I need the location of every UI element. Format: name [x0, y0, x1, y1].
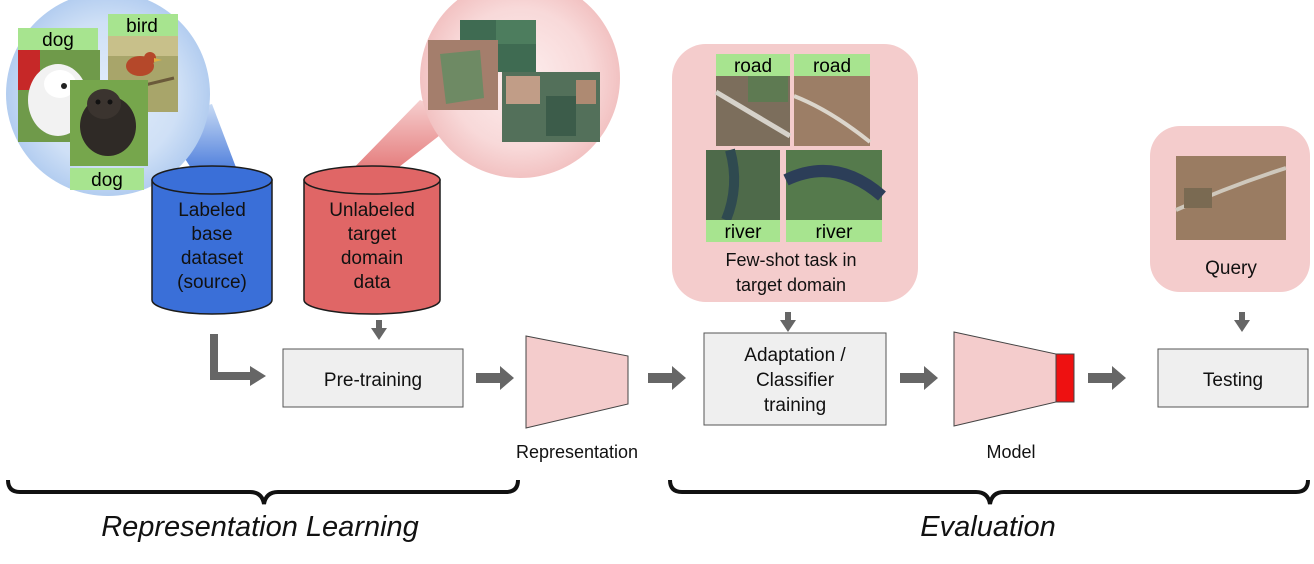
section-label-evaluation: Evaluation [920, 511, 1055, 543]
down-arrows [371, 312, 1250, 340]
model-label: Model [986, 442, 1035, 462]
tag-bird: bird [108, 14, 178, 37]
tag-river-1: river [706, 220, 780, 243]
testing-label: Testing [1203, 370, 1263, 391]
arrow-source-to-pretraining [210, 334, 266, 386]
dog-photo-2 [70, 80, 148, 166]
river-photo-1 [706, 148, 780, 222]
satellite-photo-2 [428, 40, 498, 110]
tag-road-2: road [794, 54, 870, 77]
tag-dog-top: dog [18, 28, 98, 51]
target-db-label-line-2: target [348, 224, 397, 245]
model-trapezoid: Model [953, 331, 1075, 462]
query-label: Query [1205, 258, 1257, 279]
road-photo-2 [793, 74, 872, 146]
brace-evaluation [668, 479, 1310, 505]
arrow-adaptation-to-model [900, 366, 938, 390]
tag-river-2-text: river [816, 222, 854, 243]
arrow-model-to-testing [1088, 366, 1126, 390]
tag-dog-bottom: dog [70, 168, 144, 191]
adaptation-label-line-2: Classifier [756, 370, 835, 391]
target-db-label-line-1: Unlabeled [329, 200, 415, 221]
source-db-label-line-3: dataset [181, 248, 244, 269]
target-db-label-line-3: domain [341, 248, 403, 269]
source-db-label-line-1: Labeled [178, 200, 246, 221]
tag-river-1-text: river [725, 222, 763, 243]
arrow-fewshot-to-adaptation [780, 312, 796, 332]
arrow-target-to-pretraining [371, 320, 387, 340]
tag-road-1: road [716, 54, 790, 77]
adaptation-label-line-1: Adaptation / [744, 345, 846, 366]
adaptation-box: Adaptation / Classifier training [703, 332, 887, 426]
target-image-callout [340, 0, 620, 188]
pretraining-label: Pre-training [324, 370, 422, 391]
source-db-label-line-4: (source) [177, 272, 247, 293]
road-photo-1 [714, 74, 792, 146]
target-db-label-line-4: data [354, 272, 391, 293]
few-shot-task-panel: road road river river Few-shot task in t… [672, 44, 918, 302]
source-image-callout: dog bird dog [6, 0, 240, 196]
arrow-pretraining-to-representation [476, 366, 514, 390]
arrow-query-to-testing [1234, 312, 1250, 332]
section-label-representation-learning: Representation Learning [101, 511, 419, 543]
source-database-cylinder: Labeled base dataset (source) [151, 165, 273, 315]
target-database-cylinder: Unlabeled target domain data [303, 165, 441, 315]
river-photo-2 [783, 150, 886, 220]
brace-representation-learning [6, 479, 520, 505]
representation-label: Representation [516, 442, 638, 462]
satellite-photo-3 [502, 72, 600, 142]
classifier-head [1055, 353, 1075, 403]
few-shot-caption-line-2: target domain [736, 275, 846, 295]
tag-dog-top-text: dog [42, 30, 74, 51]
tag-dog-bottom-text: dog [91, 170, 123, 191]
tag-bird-text: bird [126, 16, 158, 37]
query-photo [1175, 156, 1287, 240]
adaptation-label-line-3: training [764, 395, 826, 416]
query-panel: Query [1150, 126, 1310, 292]
tag-river-2: river [786, 220, 882, 243]
few-shot-caption-line-1: Few-shot task in [725, 250, 856, 270]
horizontal-arrows [476, 366, 1126, 390]
tag-road-2-text: road [813, 56, 851, 77]
tag-road-1-text: road [734, 56, 772, 77]
testing-box: Testing [1157, 348, 1309, 408]
pretraining-box: Pre-training [282, 348, 464, 408]
source-db-label-line-2: base [191, 224, 232, 245]
representation-trapezoid: Representation [516, 335, 638, 462]
arrow-representation-to-adaptation [648, 366, 686, 390]
